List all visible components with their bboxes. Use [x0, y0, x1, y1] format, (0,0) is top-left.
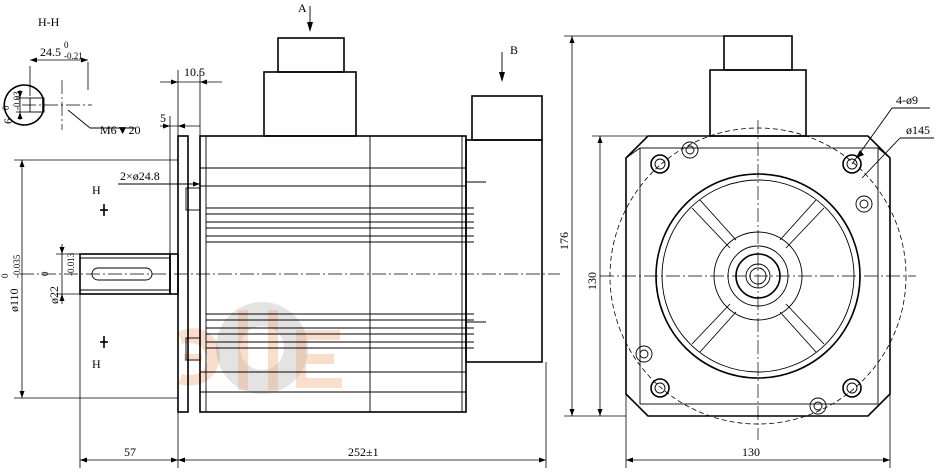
front-view: 4-ø9 ø145 176 130 130 — [557, 35, 934, 468]
motor-body — [199, 135, 467, 413]
mount-hole-tr — [842, 154, 862, 174]
front-square-dim: 130 — [585, 272, 599, 290]
section-width-tol-lower: -0.21 — [64, 51, 83, 61]
holes-dim: 2×ø24.8 — [120, 169, 160, 183]
section-width-dim: 24.5 — [40, 45, 61, 59]
front-holes-label: 4-ø9 — [896, 93, 918, 107]
body-length-dim: 252±1 — [348, 445, 379, 459]
shaft-diameter-tol-lower: -0.013 — [66, 252, 76, 276]
section-thread-label: M6▼20 — [100, 123, 141, 137]
shaft-keyway — [91, 267, 153, 281]
output-shaft — [79, 253, 171, 295]
connector-b — [471, 95, 543, 141]
pilot-diameter-tol-upper: 0 — [0, 273, 10, 278]
flange-thickness-dim: 10.5 — [184, 65, 205, 79]
pilot-diameter-dim: ø110 — [7, 288, 21, 312]
front-connector — [723, 35, 793, 71]
view-arrow-b: B — [510, 43, 518, 57]
front-height-dim: 176 — [557, 232, 571, 250]
shaft-diameter-tol-upper: 0 — [40, 271, 50, 276]
section-view-h-h: H-H 24.5 0 -0.21 6 0 -0.03 M6▼20 — [1, 15, 141, 137]
section-mark-bottom: H — [92, 357, 101, 371]
side-view: A B — [0, 1, 560, 468]
shaft-length-dim: 57 — [124, 445, 136, 459]
pilot-depth-dim: 5 — [160, 111, 166, 125]
mount-hole-tl — [650, 154, 670, 174]
view-arrow-a: A — [298, 1, 307, 15]
connector-a — [277, 37, 345, 73]
section-width-tol-upper: 0 — [64, 40, 69, 50]
front-width-dim: 130 — [742, 445, 760, 459]
front-flange — [625, 135, 891, 417]
shaft-diameter-dim: ø22 — [47, 286, 61, 304]
mount-hole-br — [842, 378, 862, 398]
section-key-tol-upper: 0 — [1, 105, 11, 110]
section-title: H-H — [38, 15, 60, 29]
pilot-diameter-tol-lower: -0.035 — [12, 254, 22, 278]
section-mark-top: H — [92, 183, 101, 197]
section-key-tol-lower: -0.03 — [12, 91, 22, 110]
section-key-dim: 6 — [1, 118, 15, 124]
mount-hole-bl — [650, 378, 670, 398]
front-pcd-label: ø145 — [906, 123, 930, 137]
